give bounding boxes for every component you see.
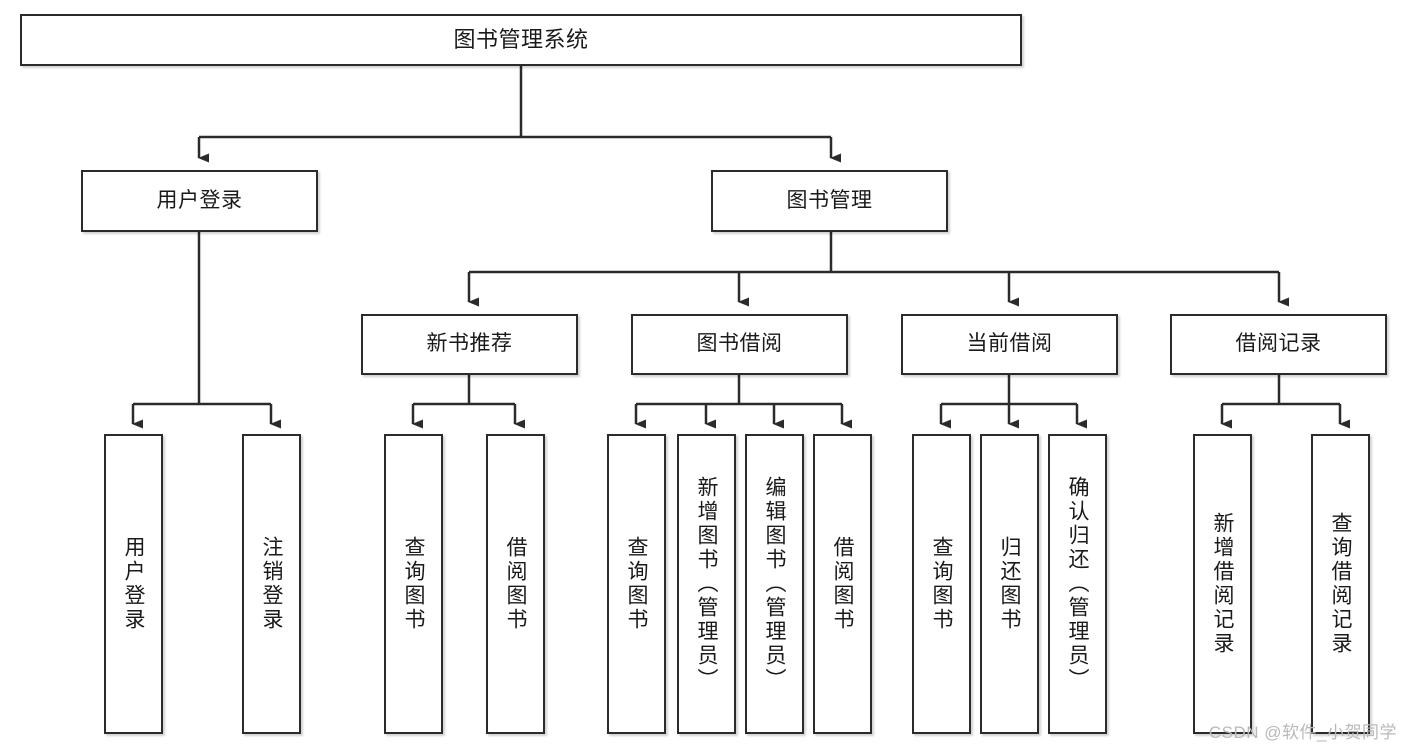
- leaf-add-borrow-record-label: 新增借阅记录: [1211, 512, 1234, 656]
- node-user-login-label: 用户登录: [156, 188, 243, 212]
- leaf-current-query-book[interactable]: 查询图书: [912, 434, 971, 734]
- leaf-confirm-return-admin[interactable]: 确认归还（管理员）: [1048, 434, 1107, 734]
- leaf-borrow-book[interactable]: 借阅图书: [813, 434, 872, 734]
- leaf-borrow-query-book[interactable]: 查询图书: [607, 434, 666, 734]
- leaf-logout-label: 注销登录: [260, 536, 283, 632]
- leaf-edit-book-admin-label: 编辑图书（管理员）: [763, 476, 786, 692]
- leaf-current-query-book-label: 查询图书: [930, 536, 953, 632]
- leaf-user-login-label: 用户登录: [122, 536, 145, 632]
- leaf-query-borrow-record[interactable]: 查询借阅记录: [1311, 434, 1370, 734]
- node-user-login[interactable]: 用户登录: [81, 170, 318, 232]
- leaf-query-borrow-record-label: 查询借阅记录: [1329, 512, 1352, 656]
- leaf-user-login[interactable]: 用户登录: [104, 434, 163, 734]
- node-book-management[interactable]: 图书管理: [711, 170, 948, 232]
- leaf-borrow-book-label: 借阅图书: [831, 536, 854, 632]
- node-book-management-label: 图书管理: [786, 188, 873, 212]
- node-borrow-record[interactable]: 借阅记录: [1170, 314, 1387, 375]
- node-current-borrow[interactable]: 当前借阅: [901, 314, 1118, 375]
- node-book-borrow-label: 图书借阅: [696, 332, 783, 356]
- leaf-return-book[interactable]: 归还图书: [980, 434, 1039, 734]
- leaf-new-book-borrow[interactable]: 借阅图书: [486, 434, 545, 734]
- node-book-borrow[interactable]: 图书借阅: [631, 314, 848, 375]
- leaf-new-book-borrow-label: 借阅图书: [504, 536, 527, 632]
- leaf-add-borrow-record[interactable]: 新增借阅记录: [1193, 434, 1252, 734]
- node-new-book-recommend-label: 新书推荐: [426, 332, 513, 356]
- node-new-book-recommend[interactable]: 新书推荐: [361, 314, 578, 375]
- node-borrow-record-label: 借阅记录: [1235, 332, 1322, 356]
- node-current-borrow-label: 当前借阅: [966, 332, 1053, 356]
- leaf-new-book-query-label: 查询图书: [402, 536, 425, 632]
- leaf-logout[interactable]: 注销登录: [242, 434, 301, 734]
- watermark: CSDN @软件_小贺同学: [1208, 723, 1397, 742]
- leaf-new-book-query[interactable]: 查询图书: [384, 434, 443, 734]
- leaf-return-book-label: 归还图书: [998, 536, 1021, 632]
- leaf-borrow-query-book-label: 查询图书: [625, 536, 648, 632]
- leaf-edit-book-admin[interactable]: 编辑图书（管理员）: [745, 434, 804, 734]
- leaf-confirm-return-admin-label: 确认归还（管理员）: [1066, 476, 1089, 692]
- leaf-add-book-admin[interactable]: 新增图书（管理员）: [677, 434, 736, 734]
- leaf-add-book-admin-label: 新增图书（管理员）: [695, 476, 718, 692]
- node-root-label: 图书管理系统: [453, 27, 589, 53]
- node-root[interactable]: 图书管理系统: [20, 14, 1022, 66]
